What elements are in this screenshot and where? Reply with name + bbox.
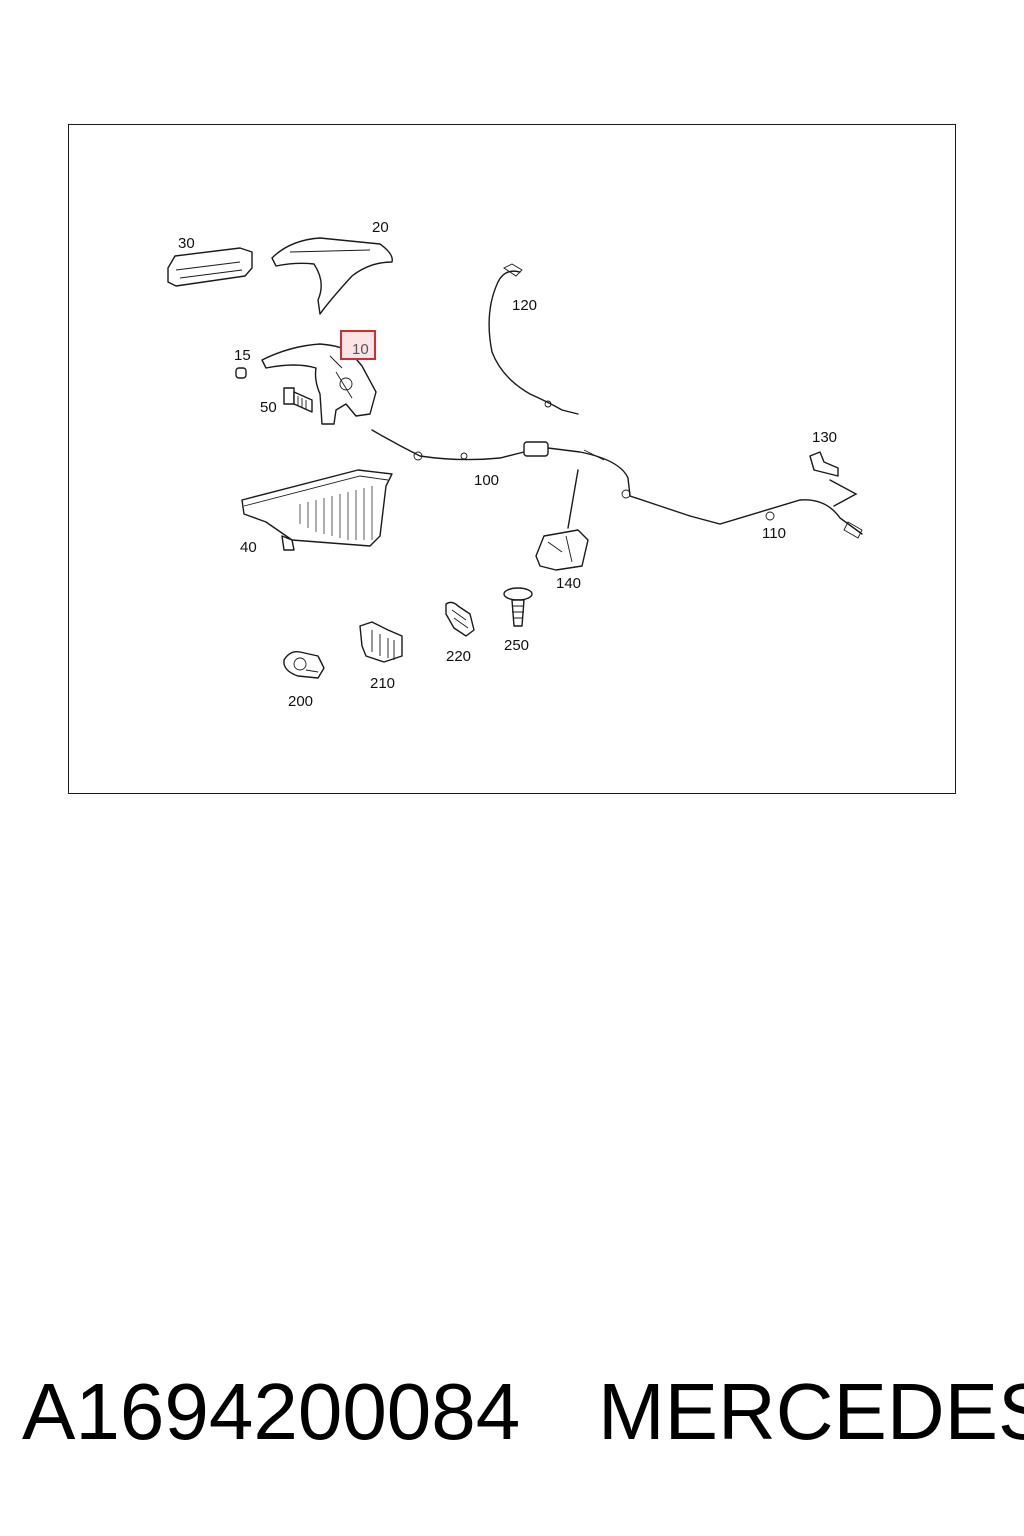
callout-210[interactable]: 210 [370, 675, 395, 692]
part-50-bolt[interactable] [283, 387, 313, 413]
part-140-bracket[interactable] [535, 469, 589, 571]
part-110-rear-cable[interactable] [689, 499, 863, 539]
callout-30[interactable]: 30 [178, 235, 195, 252]
callout-250[interactable]: 250 [504, 637, 529, 654]
callout-40[interactable]: 40 [240, 539, 257, 556]
part-40-trim-panel[interactable] [241, 469, 393, 551]
callout-130[interactable]: 130 [812, 429, 837, 446]
part-200-clamp[interactable] [283, 650, 325, 679]
callout-10[interactable]: 10 [352, 341, 369, 358]
part-15-cap[interactable] [235, 367, 247, 379]
part-10-brake-lever[interactable] [261, 343, 377, 425]
callout-50[interactable]: 50 [260, 399, 277, 416]
part-20-lever-cover[interactable] [271, 237, 393, 315]
part-210-clip-nut[interactable] [359, 621, 403, 663]
part-250-push-rivet[interactable] [503, 587, 533, 627]
callout-10-highlight [340, 330, 376, 360]
callout-20[interactable]: 20 [372, 219, 389, 236]
part-220-clip[interactable] [445, 601, 475, 637]
callout-110[interactable]: 110 [762, 525, 786, 542]
part-100-main-cable[interactable] [371, 429, 691, 517]
part-130-bolt[interactable] [809, 451, 858, 507]
diagram-frame [68, 124, 956, 794]
callout-100[interactable]: 100 [474, 472, 499, 489]
callout-15[interactable]: 15 [234, 347, 251, 364]
callout-200[interactable]: 200 [288, 693, 313, 710]
part-number: A1694200084 [22, 1367, 521, 1456]
brand-name: MERCEDES [598, 1367, 1024, 1456]
part-120-cable[interactable] [488, 263, 579, 415]
callout-140[interactable]: 140 [556, 575, 581, 592]
part-30-handle-grip[interactable] [167, 247, 253, 287]
callout-120[interactable]: 120 [512, 297, 537, 314]
callout-220[interactable]: 220 [446, 648, 471, 665]
